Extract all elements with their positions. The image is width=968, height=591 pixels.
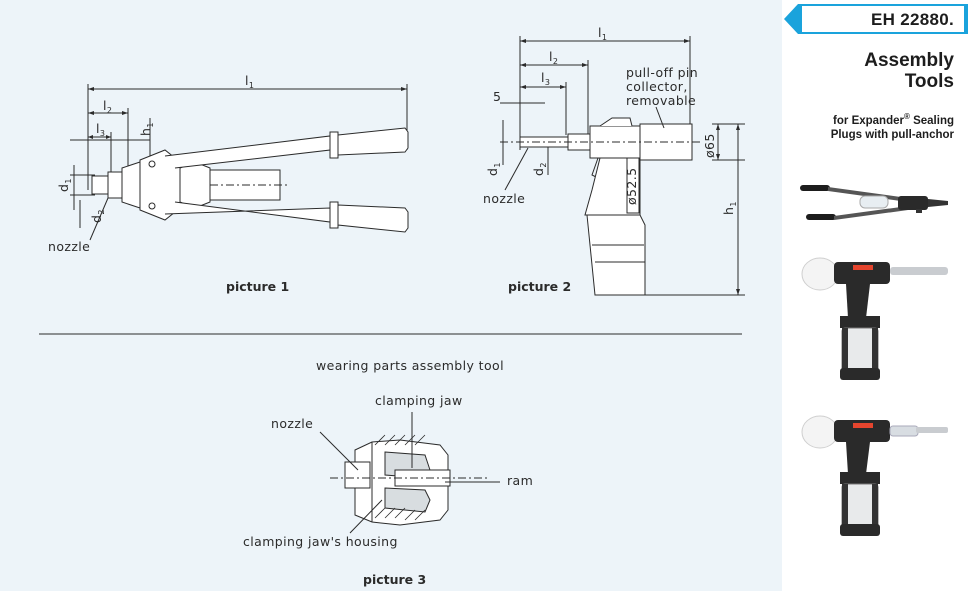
svg-text:l1: l1	[598, 25, 607, 42]
p3-clamping-jaw: clamping jaw	[375, 393, 463, 408]
p2-caption: picture 2	[508, 279, 571, 294]
technical-drawings: l1 l2 l3 h1 d1 d2 nozzle picture 1	[39, 25, 745, 587]
p1-dim-l3-letter: l	[96, 121, 100, 136]
svg-text:d2: d2	[531, 162, 548, 176]
p1-dim-l1-letter: l	[245, 73, 249, 88]
p2-dim-h1-sub: 1	[729, 201, 738, 207]
p2-dim-5: 5	[493, 89, 501, 104]
title-line-1: Assembly	[864, 50, 954, 71]
p3-caption: picture 3	[363, 572, 426, 587]
svg-text:d2: d2	[89, 209, 106, 223]
p1-dim-l2-letter: l	[103, 98, 107, 113]
p1-dim-d2-sub: 2	[97, 209, 106, 215]
p2-dim-h1-letter: h	[721, 207, 736, 215]
subtitle-line-2: Plugs with pull-anchor	[830, 128, 954, 141]
p3-housing: clamping jaw's housing	[243, 534, 398, 549]
title-line-2: Tools	[904, 71, 954, 92]
svg-text:l3: l3	[96, 121, 105, 138]
p1-dim-l3-sub: 3	[100, 129, 106, 138]
p2-dim-d2-letter: d	[531, 168, 546, 176]
p2-nozzle-label: nozzle	[483, 191, 525, 206]
svg-text:h1: h1	[721, 201, 738, 215]
p2-dim-d1-letter: d	[485, 168, 500, 176]
p2-dim-phi52: ø52.5	[624, 168, 639, 205]
svg-text:l3: l3	[541, 70, 550, 87]
svg-text:d1: d1	[56, 178, 73, 192]
p1-dim-h1-letter: h	[138, 128, 153, 136]
p2-dim-l2-letter: l	[549, 49, 553, 64]
p2-dim-l1-letter: l	[598, 25, 602, 40]
p2-dim-l3-sub: 3	[545, 78, 551, 87]
p3-nozzle: nozzle	[271, 416, 313, 431]
product-code: EH 22880.	[870, 10, 954, 29]
picture2-pneumatic-tool-drawing	[500, 36, 745, 296]
p1-caption: picture 1	[226, 279, 289, 294]
p2-dim-l2-sub: 2	[553, 57, 559, 66]
p2-collector-line3: removable	[626, 93, 696, 108]
product-side-panel: EH 22880. Assembly Tools for Expander® S…	[782, 0, 968, 591]
pneumatic-riveter-photo	[801, 257, 948, 380]
p2-dim-phi65: ø65	[702, 133, 717, 158]
p1-dim-d1-letter: d	[56, 184, 71, 192]
p1-dim-l1-sub: 1	[249, 81, 255, 90]
p3-heading: wearing parts assembly tool	[316, 358, 504, 373]
product-subtitle: for Expander® Sealing Plugs with pull-an…	[831, 110, 954, 142]
p2-dim-l3-letter: l	[541, 70, 545, 85]
pneumatic-riveter-photo-alt	[801, 415, 948, 536]
technical-drawing-panel: l1 l2 l3 h1 d1 d2 nozzle picture 1	[0, 0, 782, 591]
registered-mark: ®	[903, 112, 910, 121]
product-code-tag: EH 22880.	[784, 4, 968, 34]
p1-dim-h1-sub: 1	[146, 122, 155, 128]
p2-collector-line2: collector,	[626, 79, 688, 94]
product-title: Assembly Tools	[864, 50, 954, 92]
p1-dim-d2-letter: d	[89, 215, 104, 223]
subtitle-pre: for Expander	[833, 114, 904, 127]
picture3-wearing-parts-drawing	[319, 412, 500, 534]
svg-text:l2: l2	[103, 98, 112, 115]
svg-text:l2: l2	[549, 49, 558, 66]
p2-dim-d2-sub: 2	[539, 162, 548, 168]
p2-collector-line1: pull-off pin	[626, 65, 698, 80]
p1-dim-d1-sub: 1	[64, 178, 73, 184]
svg-text:d1: d1	[485, 162, 502, 176]
p1-dim-l2-sub: 2	[107, 106, 113, 115]
p2-dim-d1-sub: 1	[493, 162, 502, 168]
p2-dim-l1-sub: 1	[602, 33, 608, 42]
svg-text:l1: l1	[245, 73, 254, 90]
picture1-hand-tool-drawing	[70, 84, 409, 241]
subtitle-post: Sealing	[909, 114, 954, 127]
p3-ram: ram	[507, 473, 533, 488]
p1-nozzle-label: nozzle	[48, 239, 90, 254]
svg-text:h1: h1	[138, 122, 155, 136]
tag-arrow-icon	[784, 4, 968, 34]
hand-riveter-photo	[800, 185, 948, 220]
